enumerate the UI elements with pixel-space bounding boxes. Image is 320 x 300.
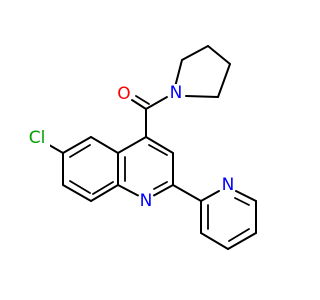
pyrrolidine-ring xyxy=(174,45,231,98)
bond-n-c1 xyxy=(174,59,183,88)
bond-c4-n xyxy=(185,95,219,98)
bond-c4-c3 xyxy=(145,136,174,154)
bond-c2-pyridyl xyxy=(172,184,202,202)
bond-py-n-c6-inner xyxy=(234,197,250,206)
atom-label-nitrogen-quinoline: N xyxy=(140,191,153,211)
pyridyl-ring xyxy=(172,184,257,250)
bond-c1-c2 xyxy=(181,45,209,61)
bond-c3-c4 xyxy=(217,63,231,98)
quinoline-pyridine-ring xyxy=(117,136,174,197)
atom-label-oxygen: O xyxy=(117,84,130,104)
bond-c4-c3-inner xyxy=(148,144,168,156)
bond-c8-c8a xyxy=(90,184,119,202)
bond-carbonyl-o-1 xyxy=(131,99,147,110)
bond-py-c2-n xyxy=(200,190,220,202)
bond-c2-n1 xyxy=(152,184,174,197)
bond-py-n-c6 xyxy=(235,190,257,202)
bond-c8-c8a-inner xyxy=(92,181,114,195)
molecule-svg: O N N N Cl xyxy=(24,45,257,250)
bond-c5-c6-inner xyxy=(69,144,91,158)
atom-nitrogen-pyridine: N xyxy=(219,175,237,195)
bond-py-c5-c4 xyxy=(227,232,257,250)
bond-c7-c8 xyxy=(62,184,92,202)
quinoline-benzene-ring xyxy=(62,136,119,202)
bond-c4a-c4 xyxy=(117,136,147,154)
bond-carbonyl-o-2 xyxy=(135,95,150,105)
atom-label-nitrogen-pyrrolidine: N xyxy=(170,83,183,103)
bond-py-c4-c3 xyxy=(200,232,229,250)
bond-c5-c6 xyxy=(62,136,92,154)
atom-oxygen: O xyxy=(115,84,133,104)
bond-c7-c8-inner xyxy=(69,180,91,194)
atom-chlorine: Cl xyxy=(24,128,50,148)
bond-c4a-c5 xyxy=(90,136,119,154)
bond-n1-c8a xyxy=(117,184,140,197)
carbonyl-group xyxy=(131,95,168,138)
atom-nitrogen-quinoline: N xyxy=(137,191,155,211)
atom-label-chlorine: Cl xyxy=(29,128,46,148)
molecule-diagram: O N N N Cl xyxy=(24,45,257,250)
bond-py-c5-c4-inner xyxy=(228,228,250,242)
atom-nitrogen-pyrrolidine: N xyxy=(167,83,185,103)
atom-label-nitrogen-pyridine: N xyxy=(222,175,235,195)
bond-c2-n1-inner xyxy=(153,181,168,190)
bond-c2-c3 xyxy=(207,45,231,65)
bond-carbonyl-n xyxy=(145,96,168,110)
